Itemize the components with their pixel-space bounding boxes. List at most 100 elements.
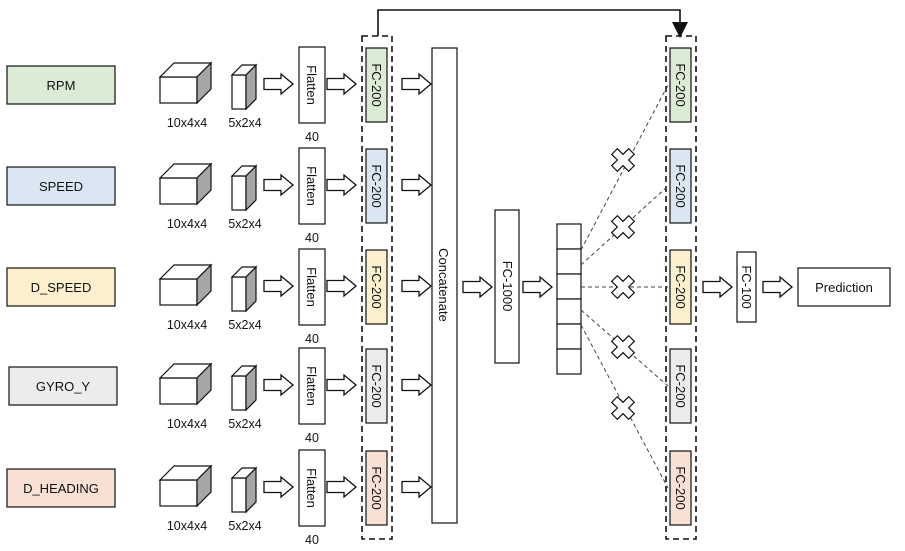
arrow-to-fc200 [326, 274, 358, 298]
dropout-vector [556, 223, 582, 375]
arrow-fc100-to-prediction [762, 275, 794, 299]
arrow-to-fc200 [326, 173, 358, 197]
fc200-group-left [361, 35, 393, 540]
small-cube [230, 63, 258, 111]
arrow-to-concatenate [401, 475, 433, 499]
small-cube-dims: 5x2x4 [228, 417, 261, 431]
arrow-fc200-to-fc100 [702, 275, 734, 299]
large-cube [158, 162, 213, 206]
block-arrow [762, 275, 794, 299]
prediction-box [797, 267, 891, 307]
fc200-left-label: FC-200 [369, 164, 384, 207]
fc100-block [736, 251, 757, 323]
flatten-label: Flatten [304, 267, 319, 307]
concatenate-label: Concatenate [436, 248, 451, 322]
fc1000-block [494, 209, 520, 364]
vector-cell [556, 298, 582, 325]
flatten-size: 40 [305, 533, 319, 547]
fc200-right-box [669, 148, 692, 224]
arrow-to-flatten [263, 274, 295, 298]
concatenate-block [431, 47, 458, 524]
flatten-size: 40 [305, 231, 319, 245]
flatten-size: 40 [305, 431, 319, 445]
arrow-to-flatten [263, 173, 295, 197]
large-cube [158, 263, 213, 307]
arrow-to-flatten [263, 475, 295, 499]
small-cube [230, 164, 258, 212]
fc200-left-box [365, 249, 388, 325]
large-cube-dims: 10x4x4 [167, 519, 207, 533]
flatten-box [298, 347, 326, 425]
arrow-to-fc200 [326, 72, 358, 96]
small-cube-dims: 5x2x4 [228, 519, 261, 533]
flatten-box [298, 46, 326, 124]
input-box [6, 65, 116, 105]
dropout-cross [610, 147, 636, 173]
arrow-to-concatenate [401, 373, 433, 397]
fc200-right-label: FC-200 [673, 364, 688, 407]
small-cube-dims: 5x2x4 [228, 116, 261, 130]
large-cube-dims: 10x4x4 [167, 318, 207, 332]
fc200-right-label: FC-200 [673, 164, 688, 207]
large-cube-dims: 10x4x4 [167, 116, 207, 130]
input-label: D_SPEED [31, 280, 92, 295]
flatten-label: Flatten [304, 468, 319, 508]
vector-cell [556, 248, 582, 275]
vector-cell [556, 348, 582, 375]
fc200-right-box [669, 348, 692, 424]
input-label: GYRO_Y [36, 379, 91, 394]
small-cube-dims: 5x2x4 [228, 217, 261, 231]
input-box [6, 267, 116, 307]
fc200-left-box [365, 450, 388, 526]
fc200-left-label: FC-200 [369, 364, 384, 407]
arrow-to-flatten [263, 72, 295, 96]
fc200-left-label: FC-200 [369, 265, 384, 308]
dropout-cross [610, 274, 636, 300]
small-cube [230, 466, 258, 514]
flatten-size: 40 [305, 332, 319, 346]
input-label: SPEED [39, 179, 83, 194]
block-arrow [522, 275, 554, 299]
vector-cell [556, 273, 582, 300]
large-cube-dims: 10x4x4 [167, 217, 207, 231]
arrow-to-concatenate [401, 173, 433, 197]
input-box [6, 166, 116, 206]
dropout-cross [610, 395, 636, 421]
flatten-label: Flatten [304, 166, 319, 206]
fc200-left-label: FC-200 [369, 63, 384, 106]
arrow-to-fc200 [326, 475, 358, 499]
fc200-right-label: FC-200 [673, 63, 688, 106]
fc200-left-box [365, 348, 388, 424]
arrow-concat-to-fc1000 [462, 275, 494, 299]
fc200-left-label: FC-200 [369, 466, 384, 509]
fc200-right-label: FC-200 [673, 265, 688, 308]
vector-cell [556, 323, 582, 350]
flatten-box [298, 449, 326, 527]
skip-connection-arrow [377, 9, 688, 38]
input-box [8, 366, 118, 406]
flatten-label: Flatten [304, 366, 319, 406]
vector-cell [556, 223, 582, 250]
input-label: RPM [47, 78, 76, 93]
large-cube [158, 61, 213, 105]
large-cube-dims: 10x4x4 [167, 417, 207, 431]
row-speed: SPEED 10x4x4 5x2x4 Flatten 40 FC-200 FC-200 [6, 147, 692, 245]
fc200-right-box [669, 450, 692, 526]
fc200-right-label: FC-200 [673, 466, 688, 509]
flatten-label: Flatten [304, 65, 319, 105]
arrow-to-concatenate [401, 274, 433, 298]
fc200-right-box [669, 249, 692, 325]
arrow-fc1000-to-vector [522, 275, 554, 299]
prediction-label: Prediction [815, 280, 873, 295]
flatten-box [298, 147, 326, 225]
fc1000-label: FC-1000 [500, 261, 515, 312]
dropout-cross [610, 334, 636, 360]
arrow-to-fc200 [326, 373, 358, 397]
block-arrow [702, 275, 734, 299]
dropout-connections [580, 84, 669, 489]
row-gyro-y: GYRO_Y 10x4x4 5x2x4 Flatten 40 FC-200 FC-200 [8, 347, 692, 445]
